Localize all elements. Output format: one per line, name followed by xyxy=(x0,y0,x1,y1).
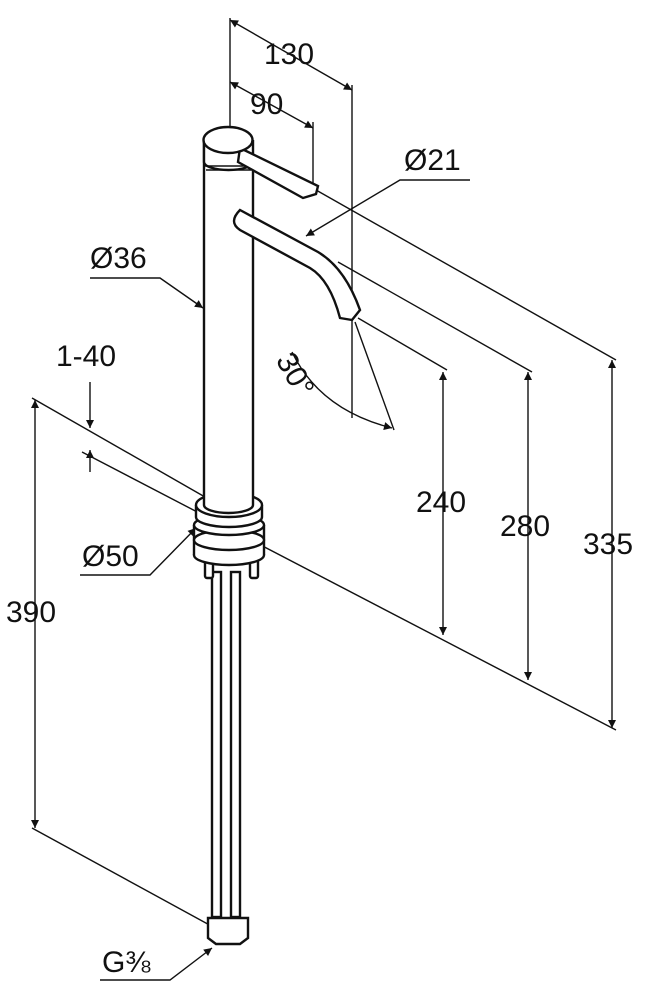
dim-outlet-height: 280 xyxy=(500,510,551,543)
dim-spout-diameter: Ø21 xyxy=(404,144,461,177)
dim-connection-thread: G⅜ xyxy=(102,946,151,979)
dim-total-height: 335 xyxy=(583,528,634,561)
dim-base-diameter: Ø50 xyxy=(82,540,139,573)
dim-body-diameter: Ø36 xyxy=(90,242,147,275)
dim-countertop-thickness: 1-40 xyxy=(56,340,117,373)
faucet-body xyxy=(192,125,362,946)
dim-spout-height: 240 xyxy=(416,486,467,519)
dim-hose-length: 390 xyxy=(6,596,57,629)
dim-spout-reach: 130 xyxy=(264,38,315,71)
dim-lever-reach: 90 xyxy=(250,88,284,121)
dimension-lines xyxy=(31,19,616,981)
extension-lines xyxy=(31,18,617,929)
